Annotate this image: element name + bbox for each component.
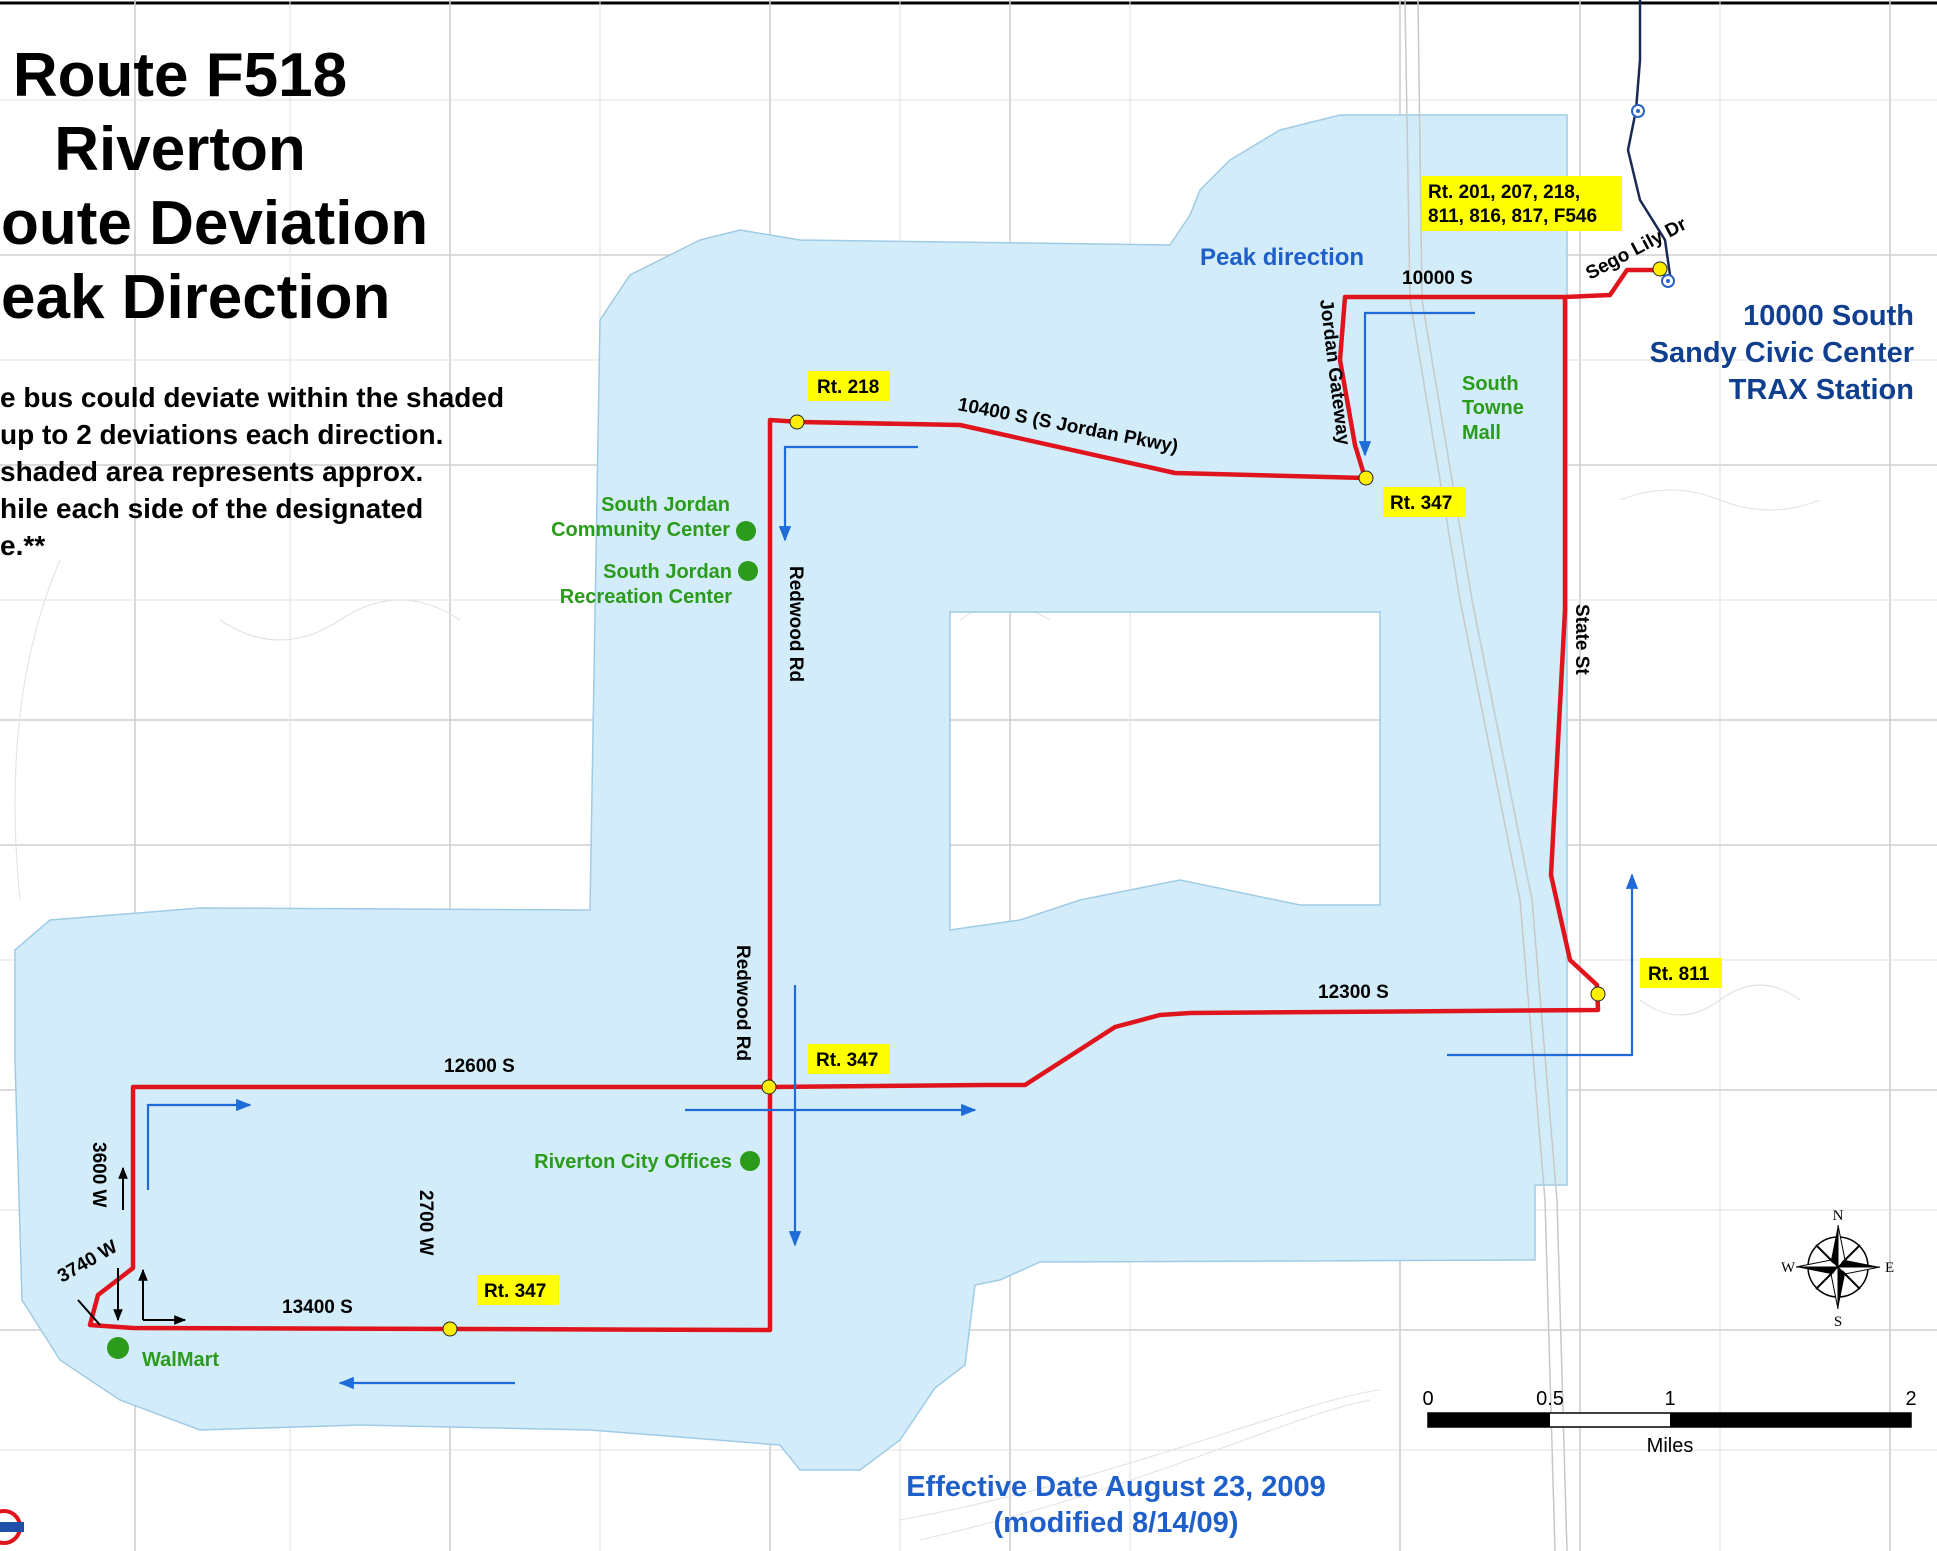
street-2700w: 2700 W xyxy=(415,1190,436,1256)
compass-e: E xyxy=(1885,1260,1894,1276)
title-line3: oute Deviation xyxy=(1,189,428,258)
street-12300s: 12300 S xyxy=(1318,982,1389,1003)
compass-rose-icon: N S E W xyxy=(1781,1208,1894,1330)
station-label: 10000 South Sandy Civic Center TRAX Stat… xyxy=(1650,300,1914,406)
poi-labels: South Jordan Community Center South Jord… xyxy=(142,373,1524,1371)
title-line2: Riverton xyxy=(54,115,305,184)
station-line2: Sandy Civic Center xyxy=(1650,337,1914,369)
effective-line2: (modified 8/14/09) xyxy=(994,1507,1239,1539)
poi-sj-rec-line2: Recreation Center xyxy=(560,586,732,608)
poi-sj-community-line1: South Jordan xyxy=(601,494,730,516)
poi-south-towne-line3: Mall xyxy=(1462,422,1501,444)
poi-sj-rec-line1: South Jordan xyxy=(603,561,732,583)
scale-tick-0: 0 xyxy=(1422,1388,1433,1410)
street-redwood-bottom: Redwood Rd xyxy=(732,945,753,1061)
compass-n: N xyxy=(1833,1208,1844,1224)
station-line3: TRAX Station xyxy=(1729,374,1914,406)
street-13400s: 13400 S xyxy=(282,1297,353,1318)
scale-unit: Miles xyxy=(1647,1435,1694,1457)
poi-south-towne-line1: South xyxy=(1462,373,1519,395)
agency-logo-icon xyxy=(0,1509,24,1545)
poi-south-towne-line2: Towne xyxy=(1462,397,1524,419)
street-state-st: State St xyxy=(1571,604,1592,675)
street-10000s: 10000 S xyxy=(1402,268,1473,289)
trax-line xyxy=(1626,0,1675,288)
badge-rt347-top: Rt. 347 xyxy=(1390,493,1452,514)
poi-sj-community-line2: Community Center xyxy=(551,519,730,541)
badge-rt811: Rt. 811 xyxy=(1648,964,1710,985)
deviation-note: e bus could deviate within the shaded up… xyxy=(0,382,504,561)
transfer-badges: Rt. 201, 207, 218, 811, 816, 817, F546 R… xyxy=(477,176,1722,1305)
poi-walmart: WalMart xyxy=(142,1349,219,1371)
title-line1: Route F518 xyxy=(13,41,347,110)
station-line1: 10000 South xyxy=(1743,300,1914,332)
poi-dots xyxy=(107,521,760,1359)
compass-w: W xyxy=(1781,1260,1796,1276)
street-12600s: 12600 S xyxy=(444,1056,515,1077)
scale-tick-05: 0.5 xyxy=(1536,1388,1564,1410)
effective-date: Effective Date August 23, 2009 (modified… xyxy=(906,1471,1326,1539)
scale-tick-2: 2 xyxy=(1905,1388,1916,1410)
badge-rt347-mid: Rt. 347 xyxy=(816,1050,878,1071)
note-line3: shaded area represents approx. xyxy=(0,456,423,487)
scale-tick-1: 1 xyxy=(1664,1388,1675,1410)
note-line4: hile each side of the designated xyxy=(0,493,423,524)
badge-rt218: Rt. 218 xyxy=(817,377,879,398)
deviation-area xyxy=(14,114,1568,1471)
title-line4: eak Direction xyxy=(1,263,390,332)
badge-top-line1: Rt. 201, 207, 218, xyxy=(1428,182,1580,203)
compass-s: S xyxy=(1834,1314,1842,1330)
note-line2: up to 2 deviations each direction. xyxy=(0,419,443,450)
note-line1: e bus could deviate within the shaded xyxy=(0,382,504,413)
map-title: Route F518 Riverton oute Deviation eak D… xyxy=(1,41,428,332)
walmart-loop-arrows xyxy=(77,1166,187,1326)
badge-top-line2: 811, 816, 817, F546 xyxy=(1428,206,1597,227)
transfer-stops xyxy=(442,261,1668,1337)
effective-line1: Effective Date August 23, 2009 xyxy=(906,1471,1326,1503)
note-line5: e.** xyxy=(0,530,45,561)
badge-rt347-bottom: Rt. 347 xyxy=(484,1281,546,1302)
scale-bar: 0 0.5 1 2 Miles xyxy=(1422,1388,1916,1457)
peak-direction-label: Peak direction xyxy=(1200,244,1364,271)
street-redwood-top: Redwood Rd xyxy=(785,566,806,682)
street-3600w: 3600 W xyxy=(88,1142,109,1208)
poi-riverton-offices: Riverton City Offices xyxy=(534,1151,732,1173)
peak-direction-arrows xyxy=(146,311,1639,1390)
